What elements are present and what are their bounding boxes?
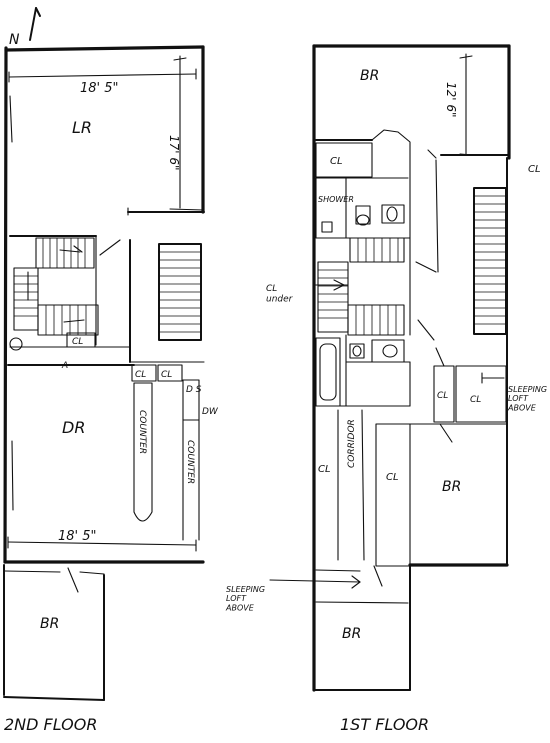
f2-room-br: BR — [40, 616, 59, 632]
stair-left — [13, 235, 121, 346]
f2-closet-b: CL — [161, 370, 172, 380]
f1-room-br-top: BR — [360, 68, 379, 84]
f2-width-top-label: 18' 5" — [80, 81, 119, 96]
f2-counter2-label: COUNTER — [185, 440, 195, 484]
north-label: N — [9, 32, 20, 48]
north-arrow-icon — [29, 7, 41, 41]
first-floor-plan — [269, 44, 511, 692]
f2-closet-label: CL — [72, 337, 83, 347]
f1-sleep-loft-bottom-line: SLEEPING — [226, 585, 265, 594]
f1-sleep-loft-line: LOFT — [508, 394, 529, 403]
stair-first-floor-right — [473, 187, 507, 335]
f2-depth-lr-label: 17' 6" — [167, 135, 181, 171]
f2-counter1-label: COUNTER — [137, 410, 147, 454]
f1-room-br-bottom: BR — [342, 626, 361, 642]
f1-depth-br-label: 12' 6" — [444, 82, 458, 118]
f2-width-bottom-label: 18' 5" — [58, 529, 97, 544]
f2-ds-label: D S — [186, 385, 202, 395]
f1-cl-outside: CL — [528, 164, 541, 175]
f2-room-dr: DR — [62, 418, 85, 437]
f1-room-br-right: BR — [442, 479, 461, 495]
f2-a-mark: A — [61, 361, 68, 371]
f2-room-lr: LR — [72, 118, 92, 137]
second-floor-plan — [3, 45, 205, 701]
f1-cl-left: CL — [318, 464, 331, 475]
f1-title: 1ST FLOOR — [340, 715, 429, 734]
f1-cl-loft2: CL — [470, 395, 481, 405]
stair-first-floor-left — [317, 237, 405, 336]
f1-corridor-label: CORRIDOR — [347, 419, 357, 468]
stair-right — [158, 243, 202, 341]
f1-cl-under-line: CL — [266, 284, 277, 294]
f1-sleep-loft-line: SLEEPING — [508, 385, 547, 394]
f1-sleep-loft-bottom-line: LOFT — [226, 594, 247, 603]
f1-cl-loft1: CL — [437, 391, 448, 401]
f1-cl-under-line: under — [266, 294, 294, 304]
f1-shower: SHOWER — [318, 195, 354, 204]
f2-dw-label: DW — [202, 407, 219, 417]
f1-sleep-loft-line: ABOVE — [507, 403, 537, 412]
f1-sleep-loft-bottom-line: ABOVE — [225, 603, 255, 612]
f2-closet-a: CL — [135, 370, 146, 380]
f1-cl-top: CL — [330, 156, 343, 167]
f1-cl-corr: CL — [386, 472, 399, 483]
f2-title: 2ND FLOOR — [4, 715, 97, 734]
